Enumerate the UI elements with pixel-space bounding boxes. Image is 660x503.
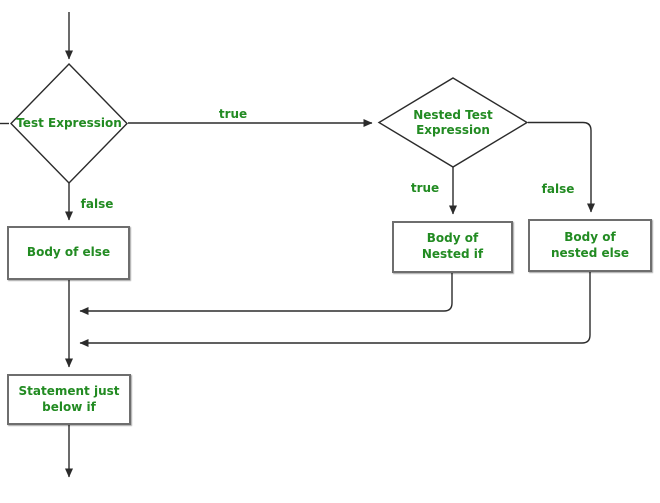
process-body-of-nested-if: Body of Nested if bbox=[392, 221, 513, 273]
edge-label-outer-false: false bbox=[80, 197, 114, 211]
decision-nested-test-expression bbox=[377, 77, 529, 168]
decision-label-nested-test-expression: Nested Test Expression bbox=[413, 108, 493, 137]
decision-label-test-expression: Test Expression bbox=[16, 116, 122, 130]
process-body-of-else: Body of else bbox=[7, 226, 130, 280]
edge-nested-else-merge bbox=[79, 272, 591, 347]
edge-label-nested-true: true bbox=[410, 181, 440, 195]
edge-label-nested-false: false bbox=[541, 182, 575, 196]
process-statement-just-below-if: Statement just below if bbox=[7, 374, 131, 425]
edge-nested-if-merge bbox=[79, 273, 453, 315]
decision-test-expression bbox=[10, 62, 128, 185]
edge-label-outer-true: true bbox=[218, 107, 248, 121]
process-body-of-nested-else: Body of nested else bbox=[528, 219, 652, 272]
edge-nested-false bbox=[528, 121, 595, 213]
